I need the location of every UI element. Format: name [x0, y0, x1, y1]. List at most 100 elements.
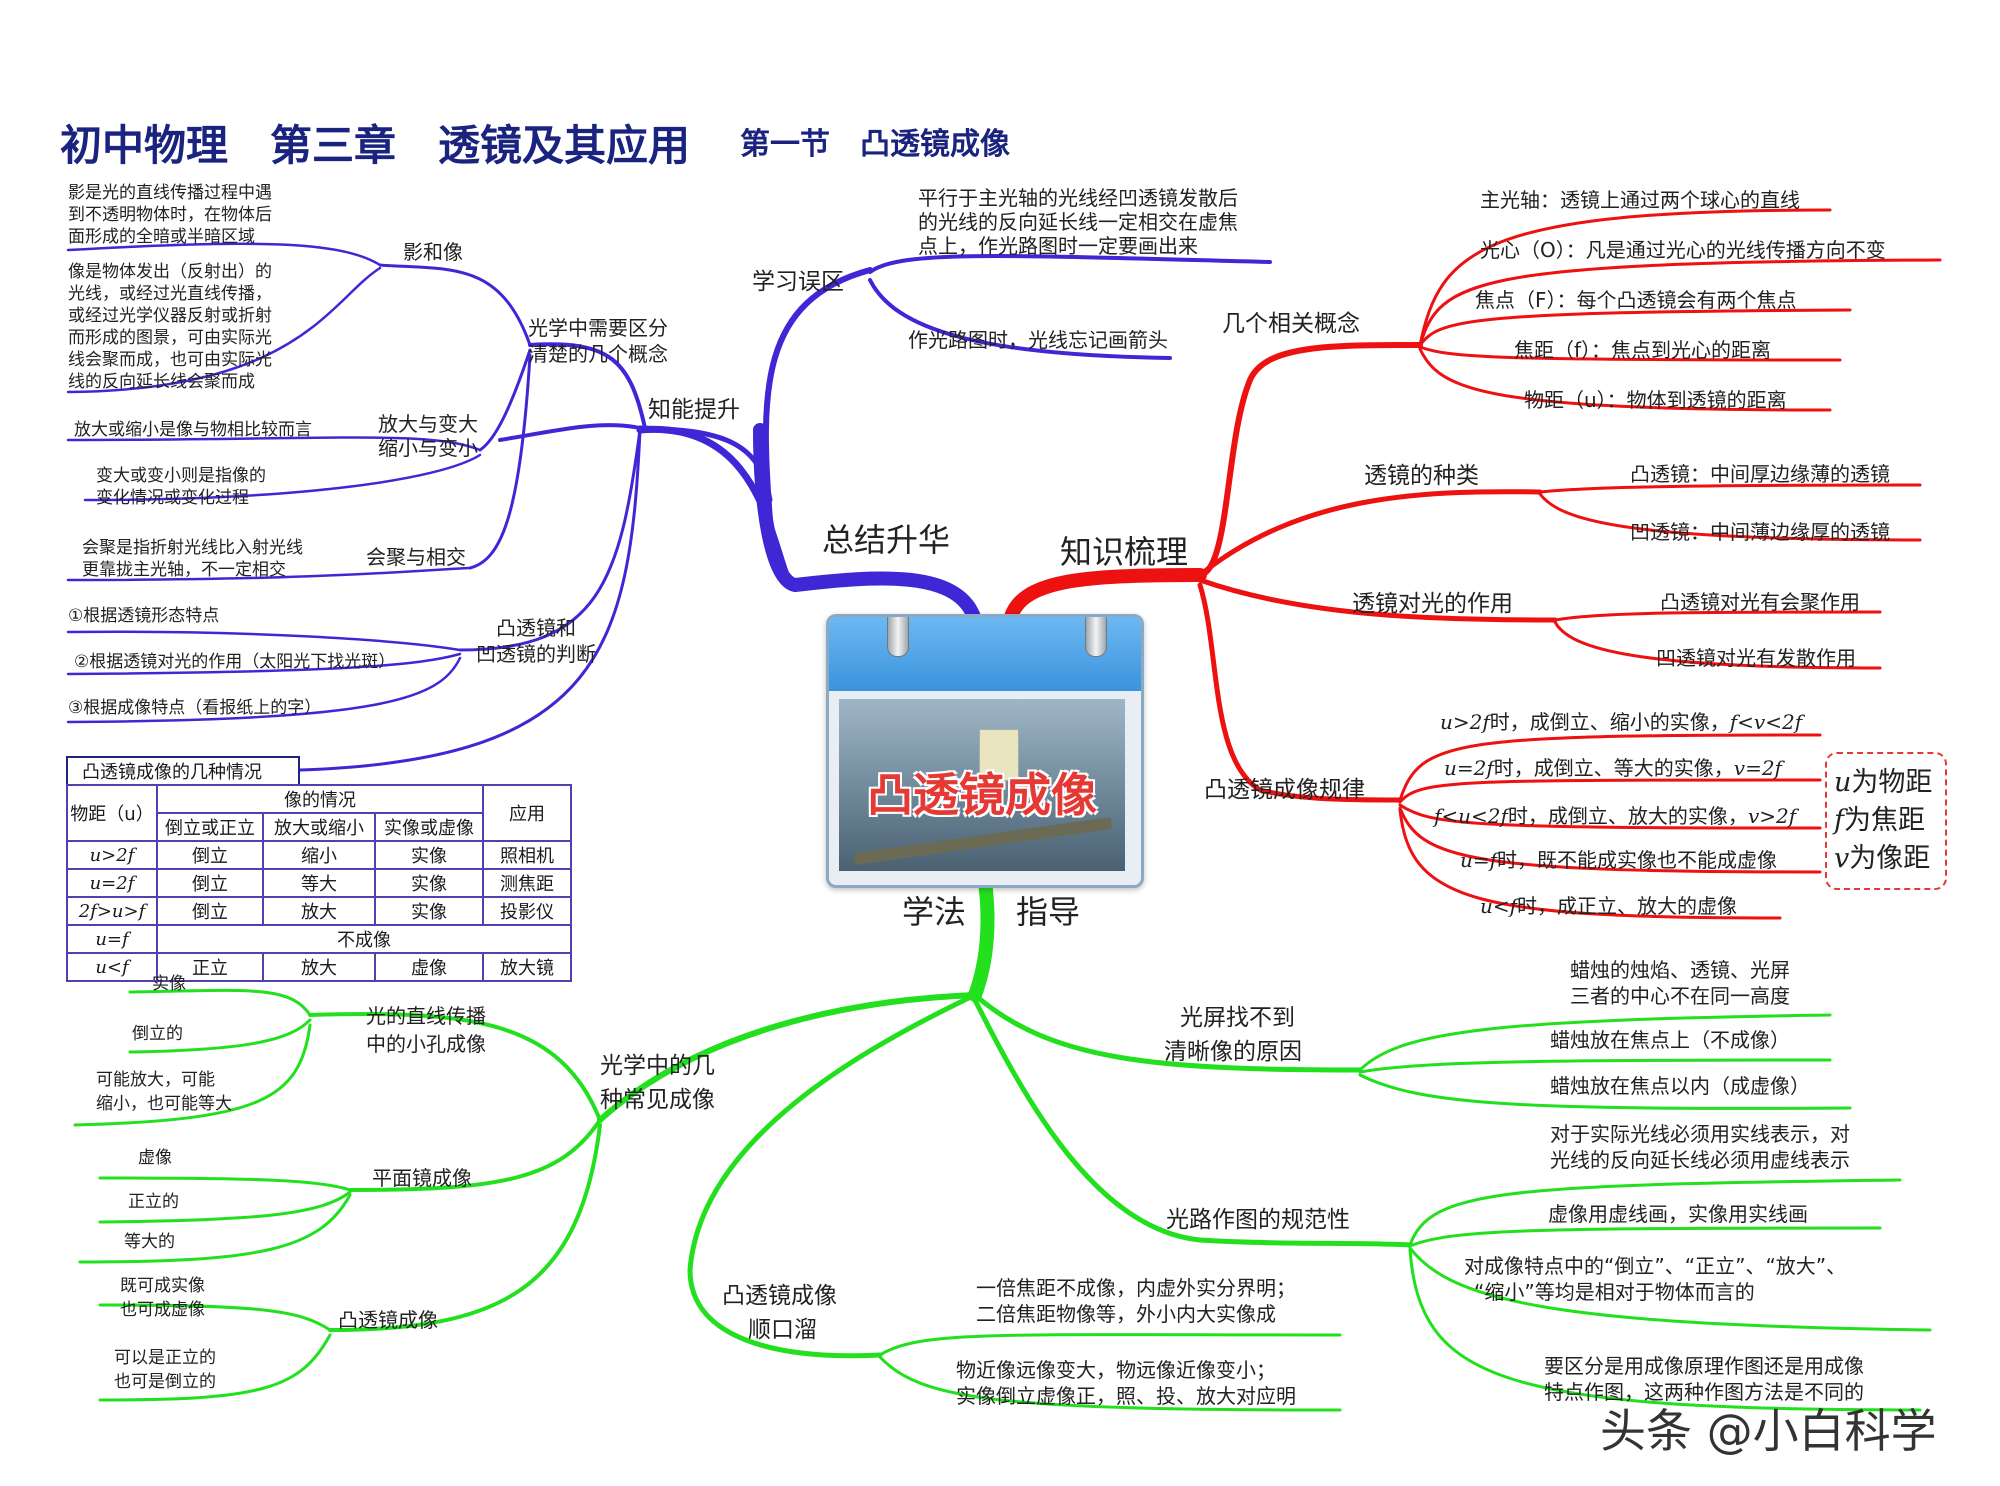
concepts-node-line2: 清楚的几个概念	[528, 342, 668, 366]
zhineng-label: 知能提升	[648, 397, 740, 423]
shadow-desc-line3: 面形成的全暗或半暗区域	[68, 227, 255, 247]
table-subhead: 倒立或正立	[156, 812, 264, 842]
table-head-app: 应用	[482, 784, 572, 842]
screen-item-3: 蜡烛放在焦点以内（成虚像）	[1550, 1074, 1810, 1098]
table-cell: 实像	[374, 868, 484, 898]
table-cell: 照相机	[482, 840, 572, 870]
convex-item-1-line2: 也可成虚像	[120, 1300, 205, 1320]
branch-method-left: 学法	[902, 893, 967, 931]
rule-tail: v>2f	[1747, 804, 1797, 828]
pinhole-label-line2: 中的小孔成像	[366, 1032, 486, 1056]
converge-desc-line1: 会聚是指折射光线比入射光线	[82, 538, 303, 558]
judge-label-line1: 凸透镜和	[496, 616, 576, 640]
judge-label-line2: 凹透镜的判断	[476, 642, 596, 666]
screen-item-1-line2: 三者的中心不在同一高度	[1570, 984, 1790, 1008]
legend-symbol: f	[1834, 805, 1844, 836]
image-desc-line3: 或经过光学仪器反射或折射	[68, 306, 272, 326]
legend-f: f为焦距	[1834, 798, 1925, 837]
rule-item-1: u>2f时，成倒立、缩小的实像，f<v<2f	[1440, 710, 1802, 735]
pinhole-item-size-line1: 可能放大，可能	[96, 1070, 215, 1090]
branch-knowledge: 知识梳理	[1060, 533, 1189, 571]
converge-label: 会聚与相交	[366, 545, 466, 569]
table-head-distance: 物距（u）	[66, 784, 158, 842]
table-cell: 倒立	[156, 868, 264, 898]
table-row: 2f>u>f 倒立 放大 实像 投影仪	[66, 896, 572, 926]
table-subhead: 实像或虚像	[374, 812, 484, 842]
table-cell: 缩小	[262, 840, 376, 870]
pinhole-item-inverted: 倒立的	[132, 1024, 183, 1044]
legend-symbol: v	[1834, 843, 1850, 874]
concept-item-2: 光心（O）：凡是通过光心的光线传播方向不变	[1480, 238, 1886, 262]
branch-method-right: 指导	[1016, 893, 1081, 931]
rule-text: 时，既不能成实像也不能成虚像	[1497, 848, 1778, 872]
table-cell: 倒立	[156, 840, 264, 870]
concept-item-3: 焦点（F）：每个凸透镜会有两个焦点	[1475, 288, 1797, 312]
image-desc-line6: 线的反向延长线会聚而成	[68, 372, 255, 392]
table-cell: 实像	[374, 896, 484, 926]
table-cell: u=2f	[66, 868, 158, 898]
convex-item-1-line1: 既可成实像	[120, 1276, 205, 1296]
pinhole-label-line1: 光的直线传播	[366, 1004, 486, 1028]
table-cell: 放大	[262, 896, 376, 926]
rhyme-item-1-line1: 一倍焦距不成像，内虚外实分界明；	[976, 1276, 1296, 1300]
branch-summary: 总结升华	[822, 521, 951, 559]
lens-types-label: 透镜的种类	[1364, 463, 1479, 489]
rule-condition: u>2f	[1440, 710, 1490, 734]
rhyme-item-2-line2: 实像倒立虚像正，照、投、放大对应明	[956, 1384, 1296, 1408]
enlarge-label-line1: 放大与变大	[378, 412, 478, 436]
legend-text: 为物距	[1851, 767, 1933, 798]
lens-effect-concave: 凹透镜对光有发散作用	[1656, 646, 1856, 670]
image-desc-line5: 线会聚而成，也可由实际光	[68, 350, 272, 370]
table-cell: 正立	[156, 952, 264, 982]
rhyme-item-1-line2: 二倍焦距物像等，外小内大实像成	[976, 1302, 1276, 1326]
rule-text: 时，成正立、放大的虚像	[1517, 894, 1738, 918]
table-head-image: 像的情况	[156, 784, 484, 814]
lens-effect-convex: 凸透镜对光有会聚作用	[1660, 590, 1860, 614]
rule-condition: u<f	[1480, 894, 1518, 918]
mistake-item-2: 作光路图时，光线忘记画箭头	[908, 328, 1168, 352]
rule-condition: u=f	[1460, 848, 1498, 872]
concepts-label: 几个相关概念	[1222, 311, 1360, 337]
table-cell: 等大	[262, 868, 376, 898]
concept-item-5: 物距（u）：物体到透镜的距离	[1524, 388, 1787, 412]
table-cell: 放大	[262, 952, 376, 982]
watermark: 头条 @小白科学	[1600, 1404, 1937, 1458]
table-row: u>2f 倒立 缩小 实像 照相机	[66, 840, 572, 870]
light-screen-icon	[979, 729, 1019, 781]
common-label-line1: 光学中的几	[600, 1053, 715, 1079]
drawing-item-2: 虚像用虚线画，实像用实线画	[1548, 1202, 1808, 1226]
page-title: 初中物理 第三章 透镜及其应用	[60, 121, 691, 170]
table-cell: 实像	[374, 840, 484, 870]
mistake-item-1-line2: 的光线的反向延长线一定相交在虚焦	[918, 210, 1238, 234]
table-cell: 放大镜	[482, 952, 572, 982]
rules-label: 凸透镜成像规律	[1204, 777, 1365, 803]
image-desc-line4: 而形成的图景，可由实际光	[68, 328, 272, 348]
rule-tail: f<v<2f	[1729, 710, 1803, 734]
enlarge-desc-2-line1: 变大或变小则是指像的	[96, 466, 266, 486]
red-trunk	[1003, 568, 1207, 627]
center-topic-card: 凸透镜成像	[826, 614, 1144, 888]
pinhole-item-size-line2: 缩小，也可能等大	[96, 1094, 232, 1114]
drawing-item-3-line2: “缩小”等均是相对于物体而言的	[1474, 1280, 1755, 1304]
rule-condition: f<u<2f	[1434, 804, 1508, 828]
enlarge-desc-1: 放大或缩小是像与物相比较而言	[74, 420, 312, 440]
mistake-item-1-line1: 平行于主光轴的光线经凹透镜发散后	[918, 186, 1238, 210]
image-desc-line2: 光线，或经过光直线传播，	[68, 284, 272, 304]
shadow-image-label: 影和像	[403, 240, 463, 264]
table-row: u<f 正立 放大 虚像 放大镜	[66, 952, 572, 982]
convex-item-2-line2: 也可是倒立的	[114, 1372, 216, 1392]
section-title: 第一节 凸透镜成像	[740, 127, 1010, 162]
concepts-node-line1: 光学中需要区分	[528, 316, 668, 340]
screen-label-line2: 清晰像的原因	[1164, 1039, 1302, 1065]
judge-item-2: ②根据透镜对光的作用（太阳光下找光斑）	[74, 652, 396, 672]
binder-ring-icon	[1085, 617, 1107, 657]
drawing-item-1-line1: 对于实际光线必须用实线表示，对	[1550, 1122, 1850, 1146]
table-cell: 2f>u>f	[66, 896, 158, 926]
rhyme-label-line1: 凸透镜成像	[722, 1283, 837, 1309]
table-cell: 虚像	[374, 952, 484, 982]
drawing-item-1-line2: 光线的反向延长线必须用虚线表示	[1550, 1148, 1850, 1172]
table-cell: u>2f	[66, 840, 158, 870]
rule-text: 时，成倒立、放大的实像，	[1507, 804, 1748, 828]
screen-item-2: 蜡烛放在焦点上（不成像）	[1550, 1028, 1790, 1052]
drawing-label: 光路作图的规范性	[1166, 1207, 1350, 1233]
